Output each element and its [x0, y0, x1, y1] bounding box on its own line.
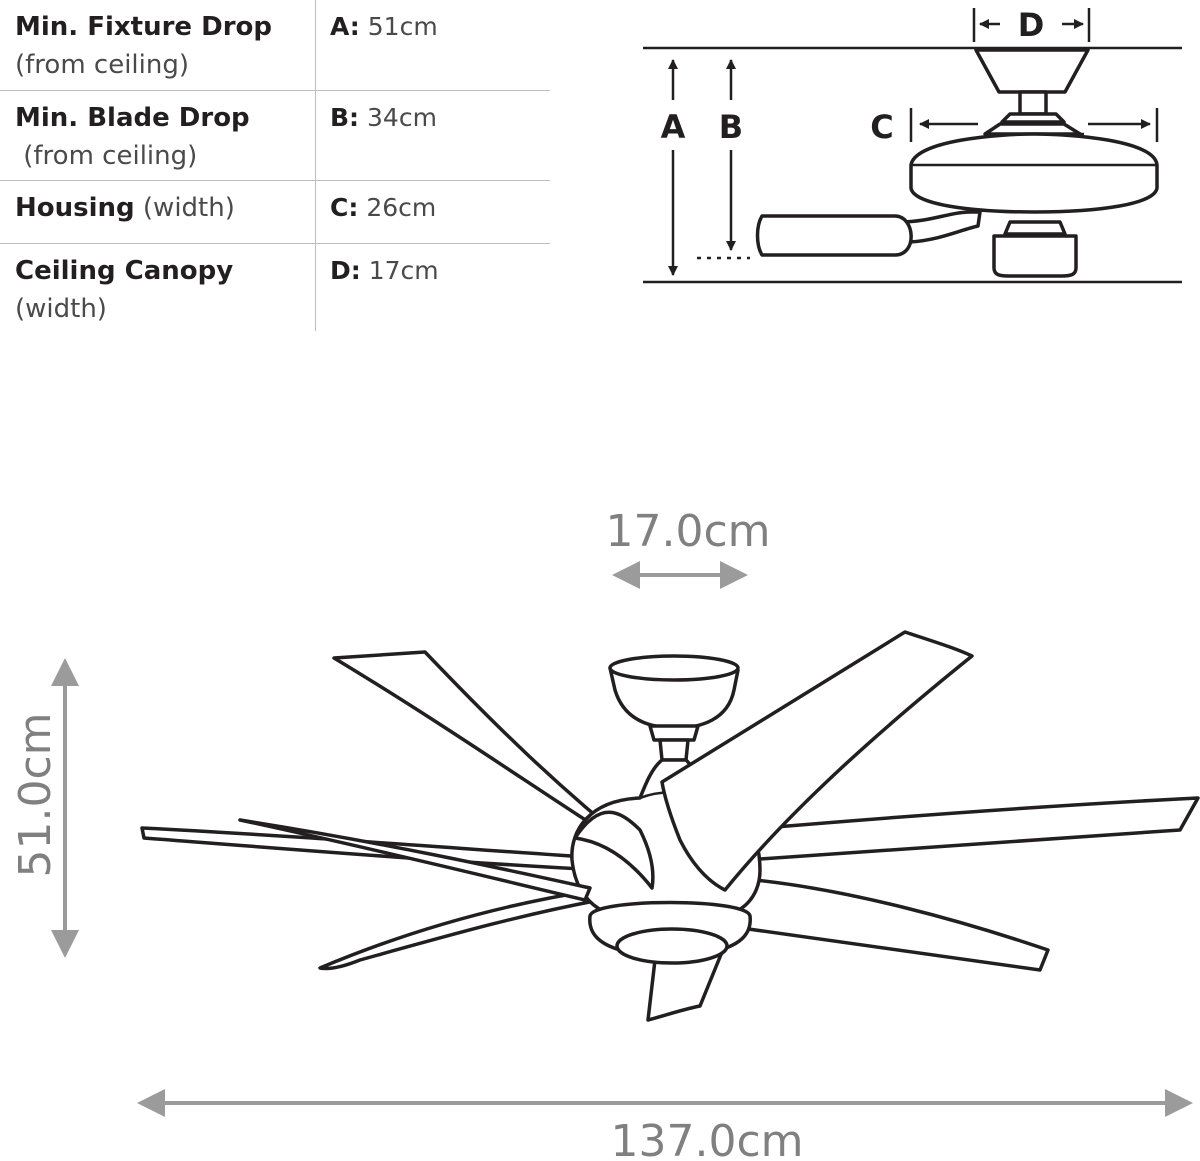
blade-left-middle — [238, 818, 592, 902]
row-key: A: — [330, 12, 360, 41]
fan-front-view — [140, 630, 1200, 1022]
table-row-ceiling-canopy: Ceiling Canopy (width) D: 17cm — [0, 244, 550, 333]
side-blade — [755, 214, 913, 257]
side-canopy — [974, 48, 1090, 94]
row-value-text: 26cm — [366, 193, 437, 222]
blade-right-top — [660, 630, 974, 892]
row-label-name: Min. Fixture Drop — [15, 12, 272, 42]
row-label-note: (width) — [15, 294, 107, 324]
row-value-text: 34cm — [367, 103, 437, 132]
row-value: A: 51cm — [330, 8, 438, 46]
span-arrow — [137, 1089, 1193, 1117]
row-label: Min. Fixture Drop (from ceiling) — [15, 8, 272, 84]
row-value: B: 34cm — [330, 99, 437, 137]
row-label-note: (from ceiling) — [15, 141, 198, 171]
dimension-b-label: B — [719, 108, 743, 146]
light-dome — [615, 927, 729, 965]
table-row-blade-drop: Min. Blade Drop (from ceiling) B: 34cm — [0, 91, 550, 181]
row-key: B: — [330, 103, 360, 132]
row-label: Ceiling Canopy (width) — [15, 252, 233, 328]
row-label-name: Min. Blade Drop — [15, 103, 250, 133]
row-value-text: 51cm — [367, 12, 438, 41]
blade-right-middle — [738, 796, 1200, 862]
row-label-name: Ceiling Canopy — [15, 256, 234, 286]
dimension-c-label: C — [870, 108, 893, 146]
downrod — [658, 738, 690, 762]
row-value: D: 17cm — [330, 252, 439, 290]
span-label: 137.0cm — [610, 1116, 803, 1161]
table-row-fixture-drop: Min. Fixture Drop (from ceiling) A: 51cm — [0, 0, 550, 91]
canopy-width-arrow — [612, 561, 748, 589]
blade-right-lower — [718, 878, 1050, 972]
row-label-name: Housing — [15, 193, 135, 223]
dimension-d-arrow — [972, 8, 1091, 42]
table-row-housing: Housing (width) C: 26cm — [0, 181, 550, 244]
canopy-width-label: 17.0cm — [605, 506, 770, 557]
blade-front-bottom — [646, 950, 724, 1022]
side-light-kit — [992, 234, 1078, 278]
dimension-d-label: D — [1018, 6, 1045, 44]
row-label: Min. Blade Drop (from ceiling) — [15, 99, 250, 175]
blade-arm — [573, 810, 655, 890]
fan-side-profile — [755, 48, 1159, 278]
dimension-a-label: A — [661, 108, 686, 146]
row-value: C: 26cm — [330, 189, 436, 227]
row-key: D: — [330, 256, 361, 285]
row-label-note: (width) — [142, 193, 235, 223]
row-label: Housing (width) — [15, 189, 235, 227]
table-column-divider — [315, 0, 316, 331]
height-arrow — [51, 658, 79, 958]
blade-left-lower — [318, 888, 602, 971]
row-key: C: — [330, 193, 359, 222]
dimension-c-arrow — [909, 108, 1159, 142]
height-label: 51.0cm — [10, 712, 61, 877]
spec-table: Min. Fixture Drop (from ceiling) A: 51cm… — [0, 0, 550, 333]
row-value-text: 17cm — [368, 256, 439, 285]
row-label-note: (from ceiling) — [15, 50, 190, 80]
